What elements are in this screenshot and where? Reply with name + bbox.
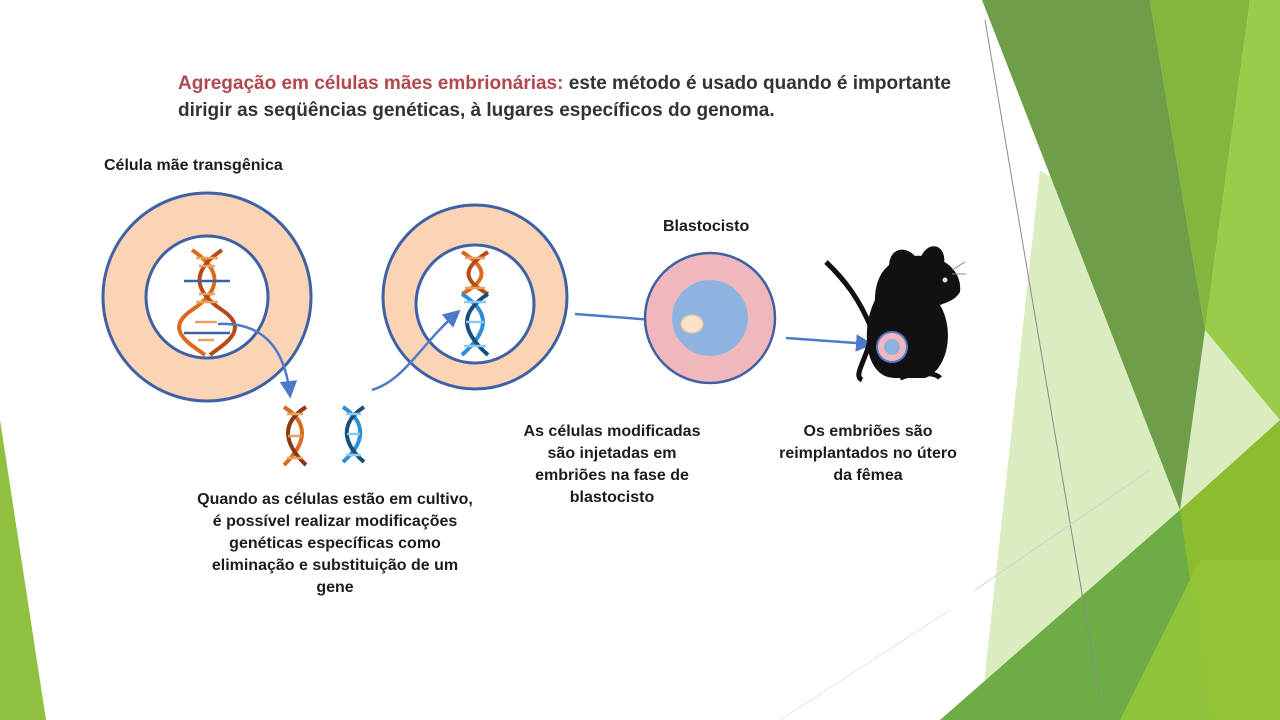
arrow-icon [371,309,461,392]
headline-highlight: Agregação em células mães embrionárias: [178,73,564,94]
arrow-icon [217,322,298,399]
mouse-silhouette-icon [824,246,966,383]
dna-helix-icon [282,405,308,467]
dna-helix-icon [341,405,366,464]
headline-body: este método é usado quando é importante … [178,73,951,121]
left-green-strip [0,420,46,720]
dna-helix-icon [177,248,237,357]
arrow-icon [785,334,874,352]
deco-facet-base [1120,560,1280,720]
caption-culture: Quando as células estão em cultivo, é po… [197,491,473,596]
label-transgenic-cell: Célula mãe transgênica [104,157,283,174]
deco-line-2 [974,469,1151,591]
blastocyst [643,251,777,385]
deco-facet-bottom [940,510,1210,720]
deco-facet-right [1205,0,1280,420]
caption-injection: As células modificadas são injetadas em … [523,423,701,506]
deco-line-1 [984,19,1101,701]
caption-reimplant: Os embriões são reimplantados no útero d… [779,423,957,484]
deco-facet-mid [1150,0,1250,330]
deco-line-3 [779,609,951,720]
dna-helix-icon [460,250,490,357]
deco-facet-dark [982,0,1205,510]
label-blastocyst: Blastocisto [663,218,750,235]
slide-headline: Agregação em células mães embrionárias: … [178,70,958,124]
